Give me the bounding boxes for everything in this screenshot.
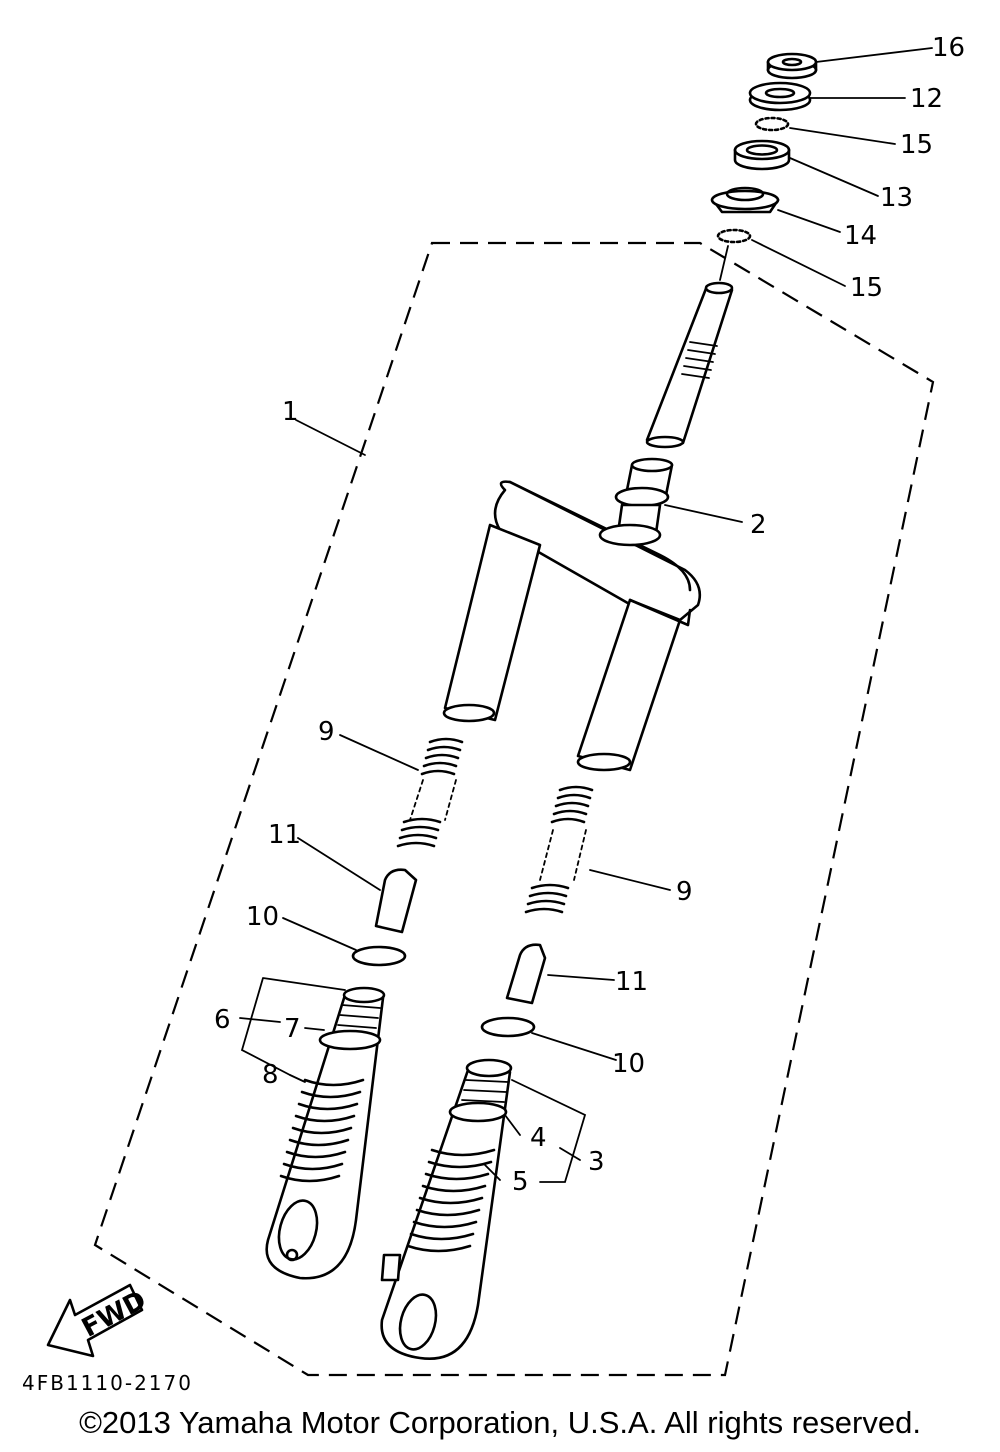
callout-12: 12 <box>910 84 943 114</box>
callout-13: 13 <box>880 183 913 213</box>
callout-4: 4 <box>530 1123 547 1153</box>
callout-5: 5 <box>512 1167 529 1197</box>
fwd-arrow-icon: FWD <box>46 1283 151 1358</box>
callout-6: 6 <box>214 1005 231 1035</box>
callout-10-right: 10 <box>612 1049 645 1079</box>
part-11-collar-right <box>505 943 547 1005</box>
callout-labels: 16 12 15 13 14 15 1 2 9 9 11 11 10 10 6 … <box>214 33 965 1197</box>
part-15-ball-set-upper <box>754 116 790 132</box>
under-bracket <box>493 480 702 622</box>
callout-7: 7 <box>284 1014 301 1044</box>
part-9-spring-right <box>524 785 594 914</box>
callout-8: 8 <box>262 1060 279 1090</box>
fork-leg-left <box>265 986 386 1280</box>
diagram-code: 4FB1110-2170 <box>22 1371 193 1395</box>
callout-3: 3 <box>588 1147 605 1177</box>
callout-15-lower: 15 <box>850 273 883 303</box>
callout-2: 2 <box>750 510 767 540</box>
callout-15-upper: 15 <box>900 130 933 160</box>
part-13-race <box>733 139 791 171</box>
callout-1: 1 <box>282 397 299 427</box>
part-10-washer-right <box>480 1016 536 1038</box>
callout-11-right: 11 <box>615 967 648 997</box>
part-14-race <box>710 186 780 214</box>
callout-16: 16 <box>932 33 965 63</box>
assembly-boundary <box>93 241 935 1377</box>
fork-tube-left <box>442 523 542 723</box>
copyright-notice: ©2013 Yamaha Motor Corporation, U.S.A. A… <box>79 1405 921 1440</box>
axis-line-top <box>719 245 729 281</box>
part-16-nut <box>766 52 818 80</box>
fork-tube-right <box>576 598 692 772</box>
callout-11-left: 11 <box>268 820 301 850</box>
fork-leg-right <box>380 1058 513 1361</box>
part-9-spring-left <box>396 737 464 848</box>
part-15-ball-set-lower <box>716 228 752 244</box>
part-11-collar-left <box>374 868 418 934</box>
part-10-washer-left <box>351 945 407 967</box>
callout-14: 14 <box>844 221 877 251</box>
steering-stem <box>614 281 734 542</box>
leader-lines <box>239 47 933 1183</box>
callout-9-right: 9 <box>676 877 693 907</box>
callout-9-left: 9 <box>318 717 335 747</box>
callout-10-left: 10 <box>246 902 279 932</box>
part-12-race <box>748 81 812 112</box>
